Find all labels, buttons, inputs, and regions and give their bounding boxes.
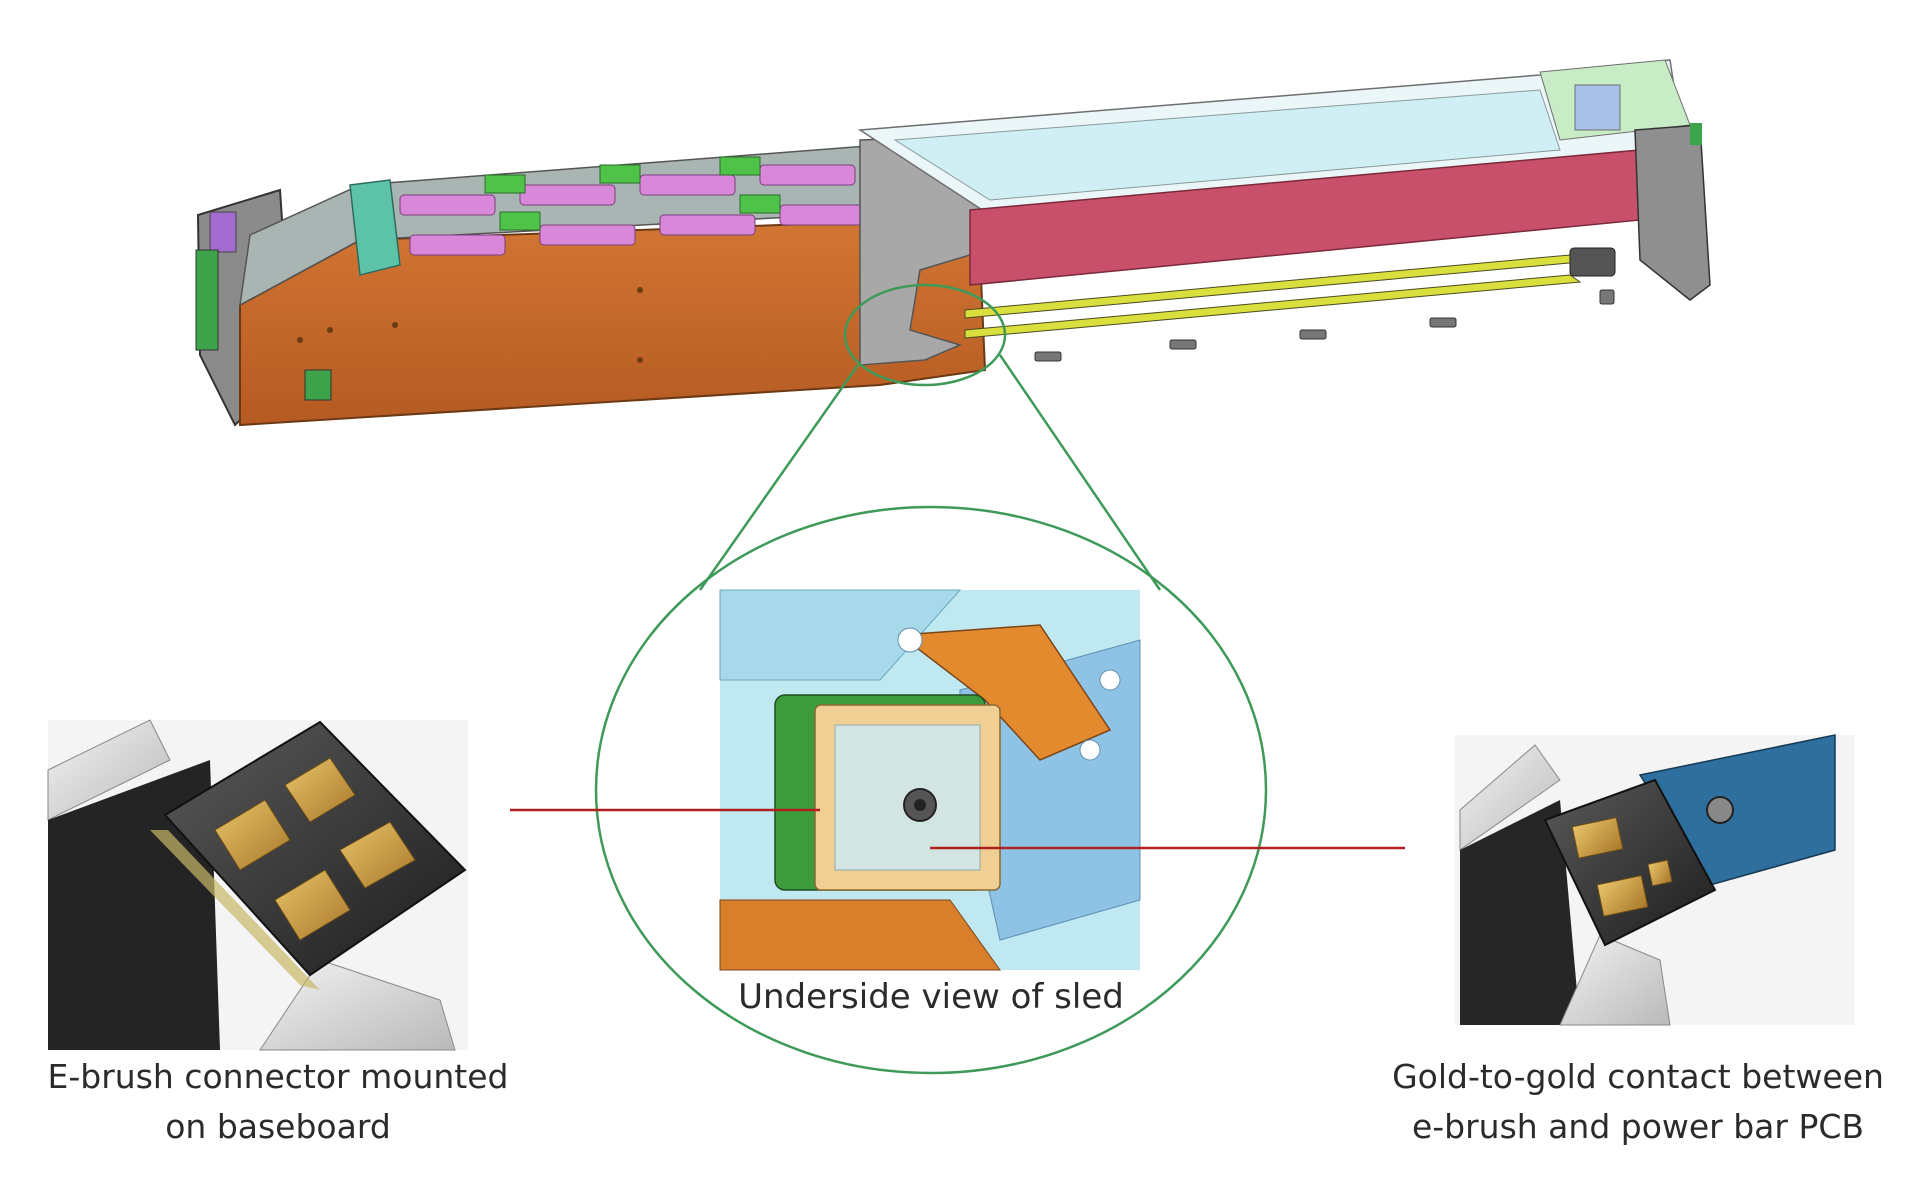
- dimm-module: [409, 234, 506, 256]
- mounting-clips: [1034, 289, 1615, 362]
- callout-line-right: [998, 354, 1162, 591]
- end-green-tab: [1690, 123, 1702, 145]
- callout-line-left: [698, 364, 860, 591]
- callout-zoom-ellipse: [594, 505, 1268, 1075]
- gold-contact-photo: [1455, 734, 1855, 1026]
- pcb-screw: [1706, 796, 1734, 824]
- green-chip: [499, 211, 541, 231]
- dimm-row-lower: [409, 204, 876, 256]
- front-green-board: [195, 249, 219, 351]
- dimm-module: [539, 224, 636, 246]
- green-components: [484, 156, 781, 231]
- dimm-module: [519, 184, 616, 206]
- zoom-callout: [594, 283, 1268, 1075]
- gold-contacts: [214, 757, 416, 941]
- green-chip: [739, 194, 781, 214]
- leader-lines: [510, 808, 1405, 850]
- caption-gold-contact-line2: e-brush and power bar PCB: [1412, 1107, 1864, 1146]
- bus-bar-connector: [1569, 247, 1616, 277]
- caption-gold-contact-line1: Gold-to-gold contact between: [1392, 1057, 1884, 1096]
- ebrush-connector-photo: [47, 719, 468, 1051]
- dimm-module: [759, 164, 856, 186]
- right-end-bracket: [1634, 124, 1711, 301]
- caption-ebrush-line1: E-brush connector mounted: [48, 1057, 509, 1096]
- heatsink-bracket: [349, 179, 401, 276]
- gold-contact-pads: [1571, 816, 1673, 917]
- dimm-module: [399, 194, 496, 216]
- connector-body: [163, 720, 467, 977]
- caption-ebrush-line2: on baseboard: [165, 1107, 391, 1146]
- green-chip: [599, 164, 641, 184]
- chassis-cutout: [304, 369, 332, 401]
- dimm-row-upper: [399, 164, 856, 216]
- rail-end-label: [1574, 84, 1621, 131]
- sled-assembly: [195, 59, 1711, 427]
- green-chip: [719, 156, 761, 176]
- caption-underside-view: Underside view of sled: [738, 977, 1124, 1017]
- orange-bracket: [897, 624, 1112, 761]
- dimm-module: [639, 174, 736, 196]
- dimm-module: [659, 214, 756, 236]
- green-chip: [484, 174, 526, 194]
- callout-source-ellipse: [843, 283, 1007, 387]
- bus-bar-lower: [964, 274, 1582, 339]
- ebrush-on-pcb: [1543, 778, 1717, 947]
- slide-rail-inner: [893, 89, 1561, 201]
- front-purple-connector: [209, 211, 237, 253]
- underside-view-image: [719, 589, 1141, 971]
